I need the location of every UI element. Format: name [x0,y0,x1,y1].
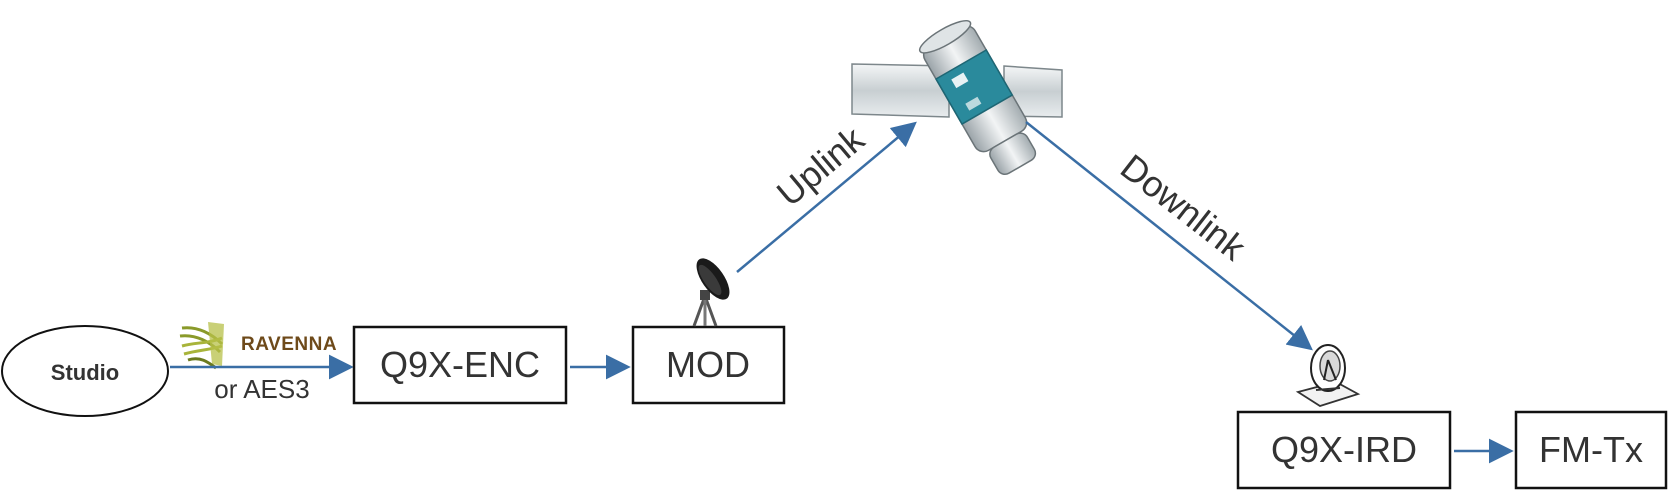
downlink-dish-icon [1295,344,1361,407]
modulator-label: MOD [666,344,750,385]
encoder-node: Q9X-ENC [352,325,568,405]
transmitter-node: FM-Tx [1514,410,1668,490]
downlink-arrow [1025,121,1313,351]
transmitter-label: FM-Tx [1539,429,1643,470]
studio-node: Studio [1,325,169,417]
uplink-label: Uplink [769,118,873,214]
ravenna-logo-text: RAVENNA [241,334,337,355]
studio-label: Studio [51,360,119,385]
satellite-icon [851,19,1063,176]
encoder-label: Q9X-ENC [380,344,540,385]
receiver-label: Q9X-IRD [1271,429,1417,470]
aes3-label: or AES3 [214,374,309,404]
modulator-node: MOD [631,325,786,405]
ravenna-logo: RAVENNA [179,322,337,370]
receiver-node: Q9X-IRD [1236,410,1452,490]
uplink-arrow [736,121,917,273]
uplink-dish-icon [692,258,730,327]
